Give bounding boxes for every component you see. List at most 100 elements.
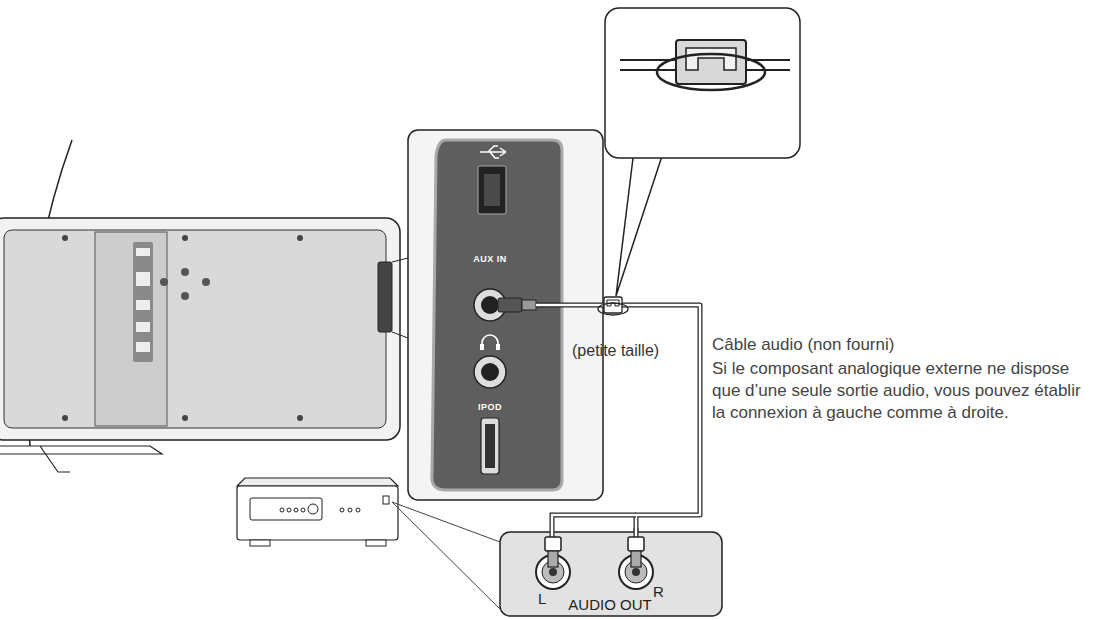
leader-line	[392, 502, 500, 542]
ferrite-callout	[605, 8, 800, 158]
ferrite-callout	[616, 150, 664, 296]
split-cable	[552, 515, 636, 538]
external-player	[356, 508, 360, 512]
split-cable	[552, 515, 636, 538]
soundbar	[62, 415, 68, 421]
ferrite-core	[598, 297, 628, 315]
soundbar	[297, 235, 303, 241]
rca-jack-left	[549, 568, 557, 576]
external-player	[287, 508, 291, 512]
ferrite-core	[598, 303, 628, 315]
soundbar	[62, 235, 68, 241]
audio-cable	[603, 305, 700, 532]
rca-plug-right	[628, 537, 644, 551]
node-text: IPOD	[440, 402, 540, 412]
soundbar	[0, 140, 400, 472]
external-player	[348, 508, 352, 512]
split-cable	[552, 515, 636, 538]
ferrite-core	[604, 297, 622, 313]
aux-plug	[522, 300, 536, 310]
soundbar	[4, 230, 386, 428]
headphone-jack	[482, 335, 498, 348]
soundbar	[136, 322, 150, 332]
rca-plug-left	[545, 537, 561, 551]
aux-plug	[536, 303, 603, 308]
ipod-slot	[485, 424, 495, 468]
node-text: AUX IN	[440, 254, 540, 264]
cable-note: Câble audio (non fourni)	[712, 334, 1084, 356]
usb-port	[478, 166, 506, 214]
leader-line	[392, 502, 503, 612]
soundbar	[297, 415, 303, 421]
zoom-lines	[392, 258, 408, 338]
audio-cable	[603, 305, 700, 532]
rca-plug-right	[631, 551, 641, 567]
usb-port	[478, 146, 506, 214]
soundbar	[95, 232, 167, 426]
soundbar	[182, 415, 188, 421]
ferrite-callout	[676, 40, 746, 84]
soundbar	[378, 262, 392, 332]
external-player	[301, 508, 305, 512]
soundbar	[136, 300, 150, 310]
audio-out-box: L RAUDIO OUT	[500, 532, 722, 616]
soundbar	[136, 342, 150, 352]
external-player	[383, 496, 389, 504]
soundbar	[181, 268, 189, 276]
soundbar	[0, 446, 162, 454]
size-note: (petite taille)	[572, 340, 697, 362]
ipod-slot	[481, 418, 499, 474]
soundbar	[133, 242, 153, 362]
audio-cable	[603, 305, 700, 532]
soundbar	[136, 248, 150, 256]
external-player	[237, 478, 398, 546]
zoom-lines	[392, 332, 408, 338]
ferrite-callout	[637, 150, 663, 154]
soundbar	[40, 446, 70, 472]
leader-line	[392, 502, 503, 612]
side-panel	[408, 130, 603, 500]
node-text: AUDIO OUT	[560, 596, 660, 613]
external-player	[280, 508, 284, 512]
external-player	[250, 498, 322, 520]
rca-jack-right	[632, 568, 640, 576]
external-player	[237, 486, 398, 540]
ipod-slot	[481, 418, 499, 474]
soundbar	[136, 272, 150, 286]
rca-plug-right	[628, 537, 644, 567]
usb-port	[484, 174, 500, 206]
soundbar	[181, 292, 189, 300]
external-player	[340, 508, 344, 512]
ferrite-callout	[657, 54, 765, 90]
headphone-jack	[474, 356, 506, 388]
usb-port	[480, 146, 506, 158]
aux-jack	[481, 296, 499, 314]
aux-plug	[498, 298, 603, 312]
external-player	[308, 504, 318, 514]
ferrite-callout	[686, 48, 736, 70]
rca-plug-left	[548, 551, 558, 567]
rca-plug-left	[545, 537, 561, 567]
external-player	[250, 540, 270, 546]
ferrite-callout	[605, 8, 800, 296]
side-panel	[408, 130, 603, 500]
audio-out-panel	[500, 532, 722, 616]
audio-out-panel	[500, 532, 722, 616]
connection-note: Si le composant analogique externe ne di…	[712, 358, 1084, 424]
soundbar	[0, 218, 400, 440]
node-text: R	[653, 583, 664, 600]
headphone-jack	[474, 335, 506, 388]
aux-plug	[536, 304, 603, 307]
aux-plug	[498, 298, 522, 312]
soundbar	[202, 278, 210, 286]
headphone-jack	[496, 344, 500, 350]
soundbar	[182, 235, 188, 241]
node-text: L	[538, 590, 546, 607]
soundbar	[160, 278, 168, 286]
external-player	[237, 478, 398, 486]
external-player	[366, 540, 386, 546]
headphone-jack	[480, 344, 484, 350]
